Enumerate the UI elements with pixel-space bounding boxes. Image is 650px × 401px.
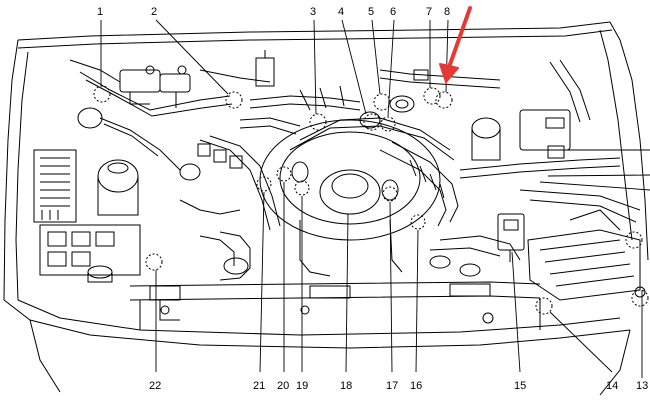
callout-marker-6 <box>380 116 396 132</box>
callout-label-8: 8 <box>444 6 450 18</box>
callout-label-16: 16 <box>410 380 422 392</box>
callout-label-20: 20 <box>277 380 289 392</box>
radiator-support <box>129 281 646 330</box>
callout-label-13: 13 <box>636 380 648 392</box>
callout-marker-1 <box>93 85 111 103</box>
callout-marker-5 <box>373 93 391 111</box>
callout-marker-22 <box>145 253 163 271</box>
body-outline <box>3 21 649 396</box>
callout-marker-13 <box>631 289 649 307</box>
upper-left-components <box>69 50 275 171</box>
callout-marker-20 <box>276 166 292 182</box>
callout-label-1: 1 <box>97 6 103 18</box>
callout-marker-8 <box>435 91 453 109</box>
callout-marker-19 <box>294 180 310 196</box>
callout-marker-2 <box>225 91 243 109</box>
callout-leaders <box>100 19 650 378</box>
battery-and-fusebox <box>33 149 141 283</box>
callout-label-4: 4 <box>338 6 344 18</box>
callout-label-18: 18 <box>340 380 352 392</box>
callout-markers <box>93 85 649 315</box>
engine-center <box>179 69 501 281</box>
callout-marker-21 <box>256 176 272 192</box>
callout-label-5: 5 <box>368 6 374 18</box>
callout-marker-17 <box>382 186 398 202</box>
callout-label-17: 17 <box>386 380 398 392</box>
callout-marker-16 <box>410 214 426 230</box>
callout-marker-14 <box>535 297 553 315</box>
callout-marker-3 <box>309 113 327 131</box>
callout-marker-7 <box>423 87 441 105</box>
callout-label-22: 22 <box>149 380 161 392</box>
callout-marker-right-1 <box>625 231 643 249</box>
callout-label-2: 2 <box>151 6 157 18</box>
callout-label-14: 14 <box>606 380 618 392</box>
red-arrow-pointer <box>439 6 472 83</box>
callout-numbers: 1 2 3 4 5 6 7 8 13 14 15 16 17 18 19 20 … <box>97 6 648 392</box>
callout-label-3: 3 <box>310 6 316 18</box>
callout-label-15: 15 <box>514 380 526 392</box>
callout-label-19: 19 <box>296 380 308 392</box>
callout-marker-4 <box>363 113 381 131</box>
right-components <box>429 59 641 301</box>
callout-label-7: 7 <box>426 6 432 18</box>
callout-label-6: 6 <box>390 6 396 18</box>
callout-label-21: 21 <box>253 380 265 392</box>
